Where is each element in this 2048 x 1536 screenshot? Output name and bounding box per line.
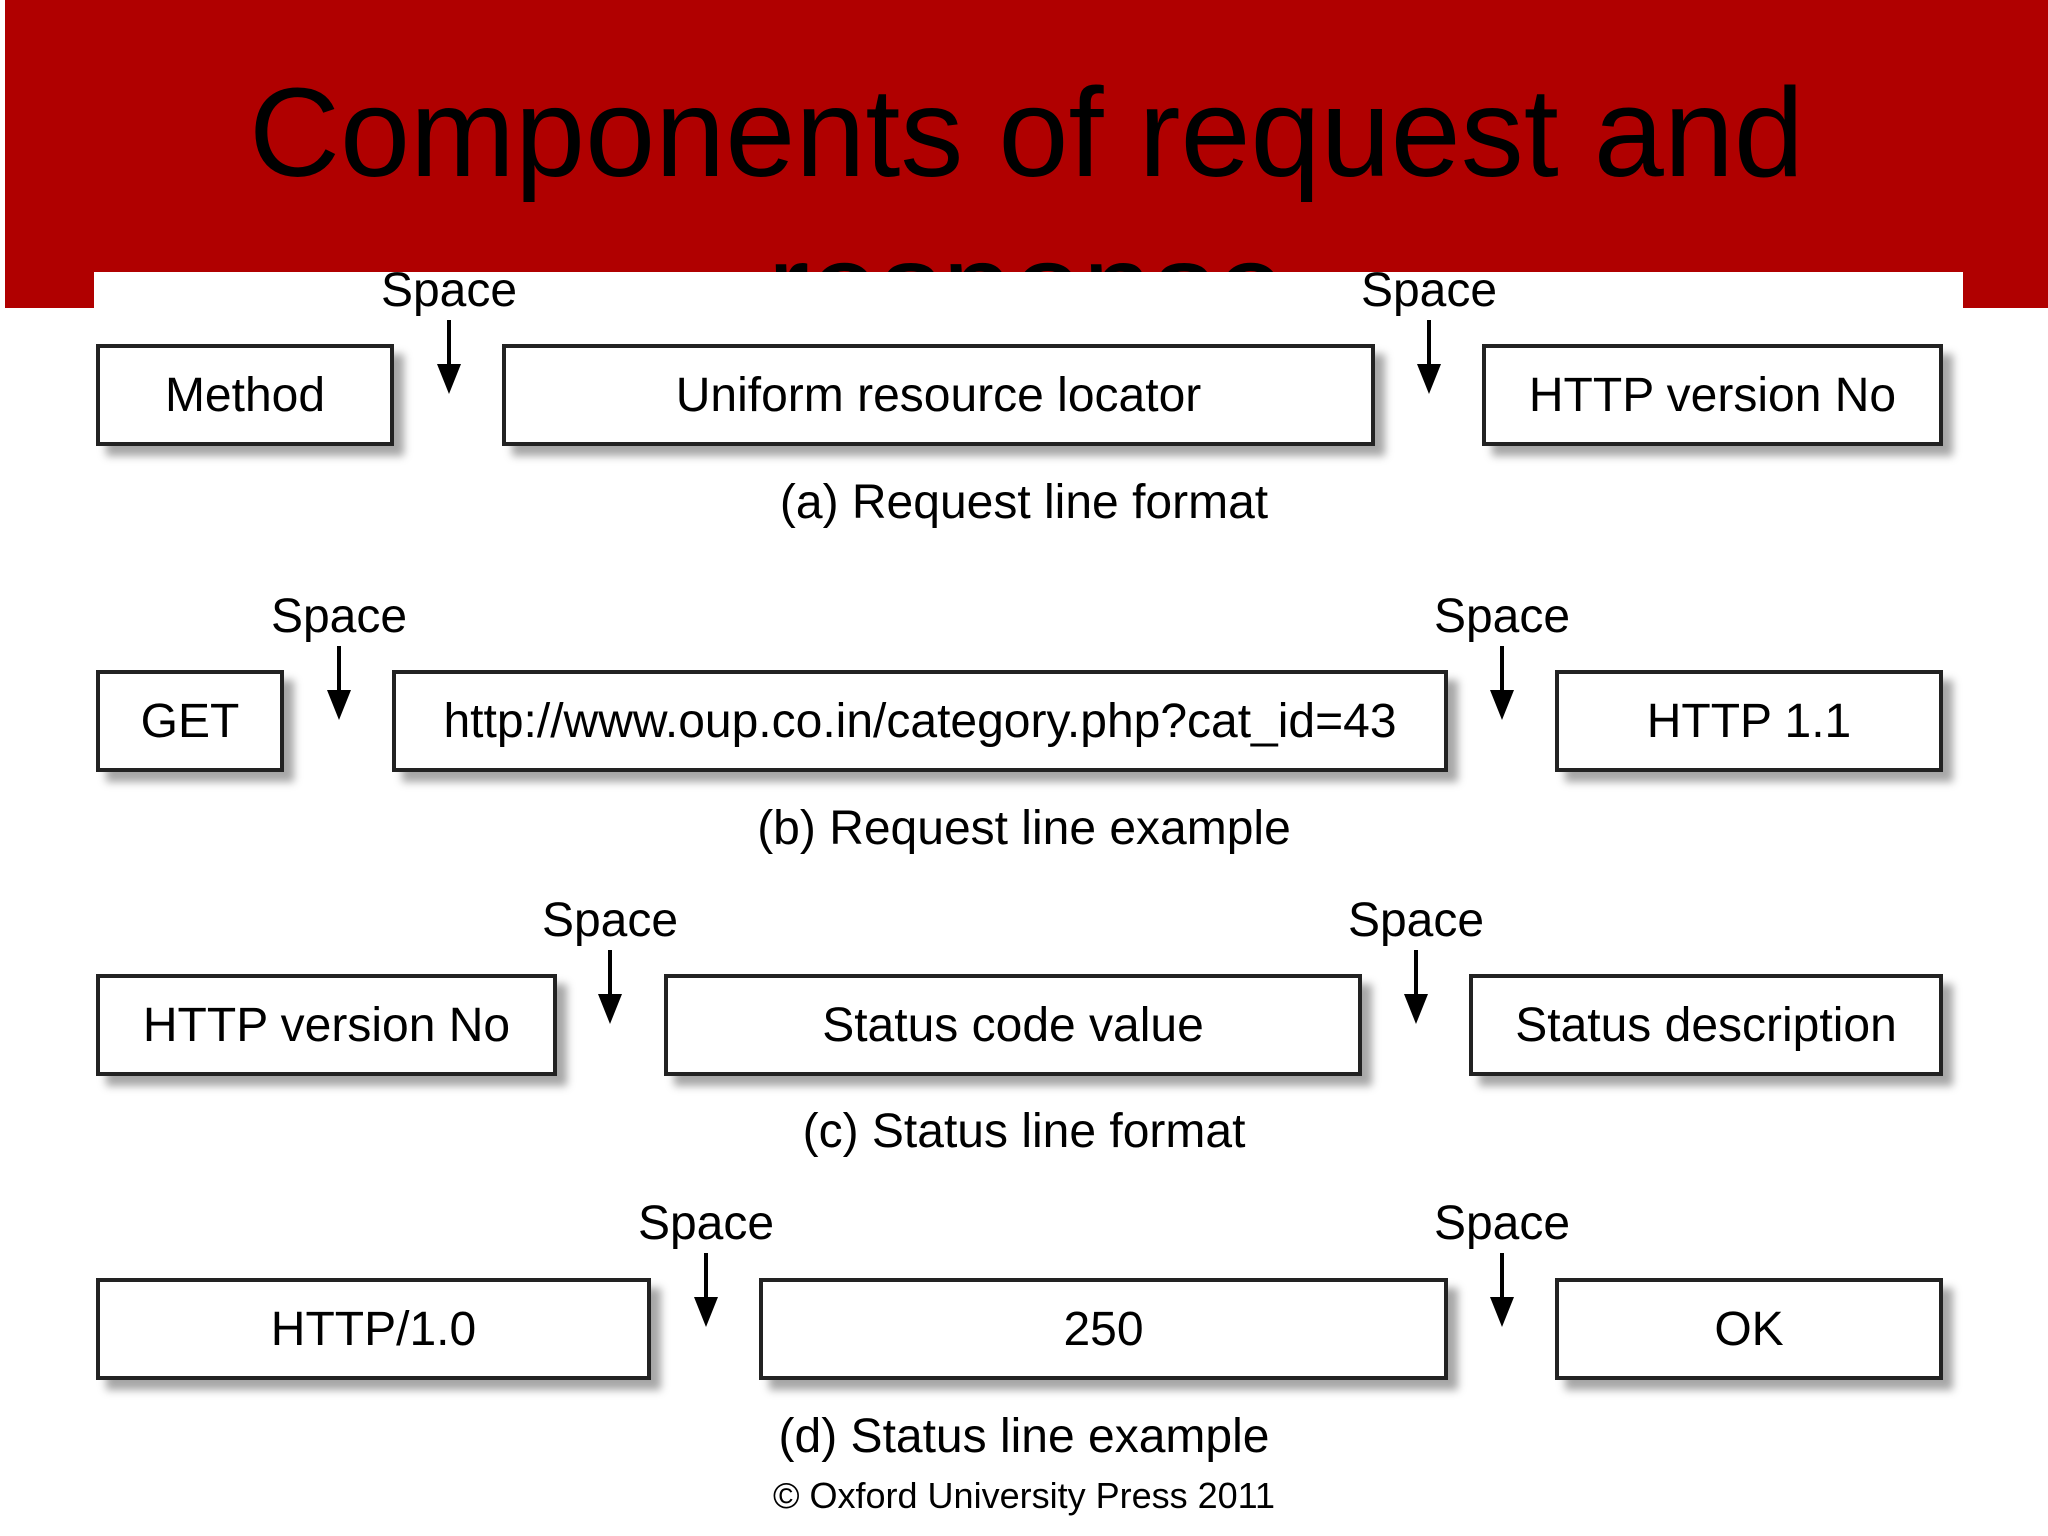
caption-d: (d) Status line example (778, 1410, 1270, 1463)
space-label: Space (637, 1197, 775, 1250)
get-box: GET (96, 670, 284, 772)
space-label: Space (1433, 1197, 1571, 1250)
status-description-box: Status description (1469, 974, 1943, 1076)
down-arrow-icon (437, 320, 461, 394)
space-label: Space (1347, 894, 1485, 947)
down-arrow-icon (327, 646, 351, 720)
copyright-footer: © Oxford University Press 2011 (772, 1475, 1276, 1516)
down-arrow-icon (1404, 950, 1428, 1024)
caption-b: (b) Request line example (757, 802, 1291, 855)
space-label: Space (270, 590, 408, 643)
status-text-box: OK (1555, 1278, 1943, 1380)
method-box: Method (96, 344, 394, 446)
caption-c: (c) Status line format (802, 1105, 1246, 1158)
down-arrow-icon (1417, 320, 1441, 394)
down-arrow-icon (1490, 646, 1514, 720)
http-version-box: HTTP/1.0 (96, 1278, 651, 1380)
url-example-box: http://www.oup.co.in/category.php?cat_id… (392, 670, 1448, 772)
down-arrow-icon (1490, 1253, 1514, 1327)
space-label: Space (1433, 590, 1571, 643)
title-banner (5, 0, 2048, 308)
space-label: Space (1360, 264, 1498, 317)
http-version-box: HTTP version No (1482, 344, 1943, 446)
down-arrow-icon (694, 1253, 718, 1327)
status-code-box: Status code value (664, 974, 1362, 1076)
space-label: Space (541, 894, 679, 947)
http-version-box: HTTP version No (96, 974, 557, 1076)
space-label: Space (380, 264, 518, 317)
http-version-box: HTTP 1.1 (1555, 670, 1943, 772)
status-code-box: 250 (759, 1278, 1448, 1380)
down-arrow-icon (598, 950, 622, 1024)
caption-a: (a) Request line format (779, 476, 1269, 529)
url-box: Uniform resource locator (502, 344, 1375, 446)
